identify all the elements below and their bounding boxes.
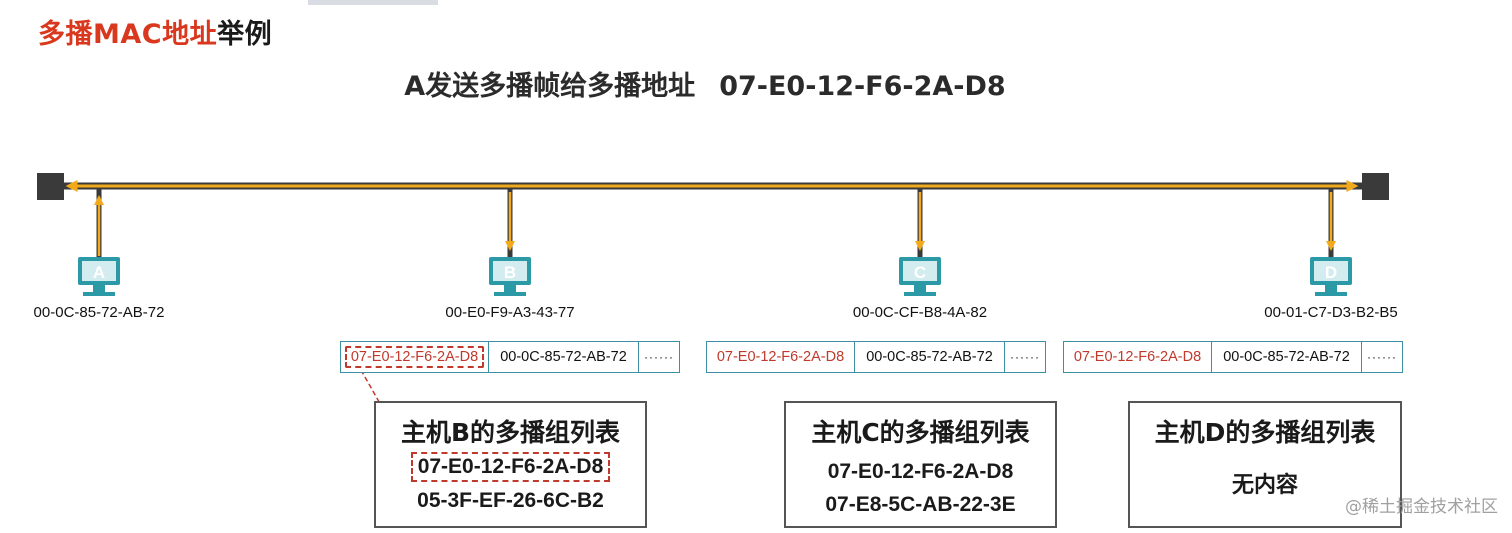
host-a-computer-icon[interactable]: A xyxy=(78,257,120,296)
group-entry-highlighted: 07-E0-12-F6-2A-D8 xyxy=(410,452,611,482)
frame-src-address: 00-0C-85-72-AB-72 xyxy=(489,342,639,372)
group-entry: 07-E0-12-F6-2A-D8 xyxy=(827,460,1014,483)
subtitle-multicast-address: 07-E0-12-F6-2A-D8 xyxy=(719,71,1006,102)
frame-more: ······ xyxy=(1010,350,1040,364)
host-a-mac: 00-0C-85-72-AB-72 xyxy=(33,304,165,321)
diagram-subtitle: A发送多播帧给多播地址 07-E0-12-F6-2A-D8 xyxy=(0,64,1410,103)
host-d-mac: 00-01-C7-D3-B2-B5 xyxy=(1264,304,1398,321)
bus-terminator-right xyxy=(1362,173,1389,200)
frame-at-host-c: 07-E0-12-F6-2A-D8 00-0C-85-72-AB-72 ····… xyxy=(706,341,1046,373)
top-decoration-strip xyxy=(308,0,438,5)
host-d-multicast-group-list: 主机D的多播组列表 无内容 xyxy=(1128,401,1402,528)
frame-dst-address: 07-E0-12-F6-2A-D8 xyxy=(1064,342,1212,372)
host-a-letter: A xyxy=(93,263,105,282)
frame-dst-cell: 07-E0-12-F6-2A-D8 xyxy=(341,342,489,372)
group-entry: 07-E0-12-F6-2A-D8 xyxy=(376,449,645,484)
host-c-letter: C xyxy=(914,263,926,282)
frame-dst-address: 07-E0-12-F6-2A-D8 xyxy=(344,346,485,368)
frame-more: ······ xyxy=(644,350,674,364)
frame-src-address: 00-0C-85-72-AB-72 xyxy=(1212,342,1362,372)
bus-terminator-left xyxy=(37,173,64,200)
drop-lines xyxy=(94,189,1336,258)
group-entry: 07-E8-5C-AB-22-3E xyxy=(825,493,1016,516)
slide-title: 多播MAC地址举例 xyxy=(38,12,272,51)
group-empty-text: 无内容 xyxy=(1231,473,1298,498)
frame-at-host-d: 07-E0-12-F6-2A-D8 00-0C-85-72-AB-72 ····… xyxy=(1063,341,1403,373)
frame-dst-address: 07-E0-12-F6-2A-D8 xyxy=(707,342,855,372)
host-d-computer-icon[interactable]: D xyxy=(1310,257,1352,296)
host-b-computer-icon[interactable]: B xyxy=(489,257,531,296)
host-b-mac: 00-E0-F9-A3-43-77 xyxy=(445,304,575,321)
subtitle-text: A发送多播帧给多播地址 xyxy=(404,71,696,102)
frame-src-address: 00-0C-85-72-AB-72 xyxy=(855,342,1005,372)
host-c-multicast-group-list: 主机C的多播组列表 07-E0-12-F6-2A-D8 07-E8-5C-AB-… xyxy=(784,401,1057,528)
group-title: 主机D的多播组列表 xyxy=(1154,418,1376,447)
group-title: 主机B的多播组列表 xyxy=(400,418,621,447)
frame-more: ······ xyxy=(1367,350,1397,364)
frame-at-host-b: 07-E0-12-F6-2A-D8 00-0C-85-72-AB-72 ····… xyxy=(340,341,680,373)
host-c-computer-icon[interactable]: C xyxy=(899,257,941,296)
host-d-letter: D xyxy=(1325,263,1337,282)
host-b-multicast-group-list: 主机B的多播组列表 07-E0-12-F6-2A-D8 05-3F-EF-26-… xyxy=(374,401,647,528)
slide-title-accent: 多播MAC地址 xyxy=(38,19,218,50)
slide-title-rest: 举例 xyxy=(217,19,273,50)
group-entry: 05-3F-EF-26-6C-B2 xyxy=(417,489,604,512)
watermark: @稀土掘金技术社区 xyxy=(1345,497,1498,517)
host-c-mac: 00-0C-CF-B8-4A-82 xyxy=(852,304,988,321)
host-b-letter: B xyxy=(504,263,516,282)
group-title: 主机C的多播组列表 xyxy=(811,418,1030,447)
